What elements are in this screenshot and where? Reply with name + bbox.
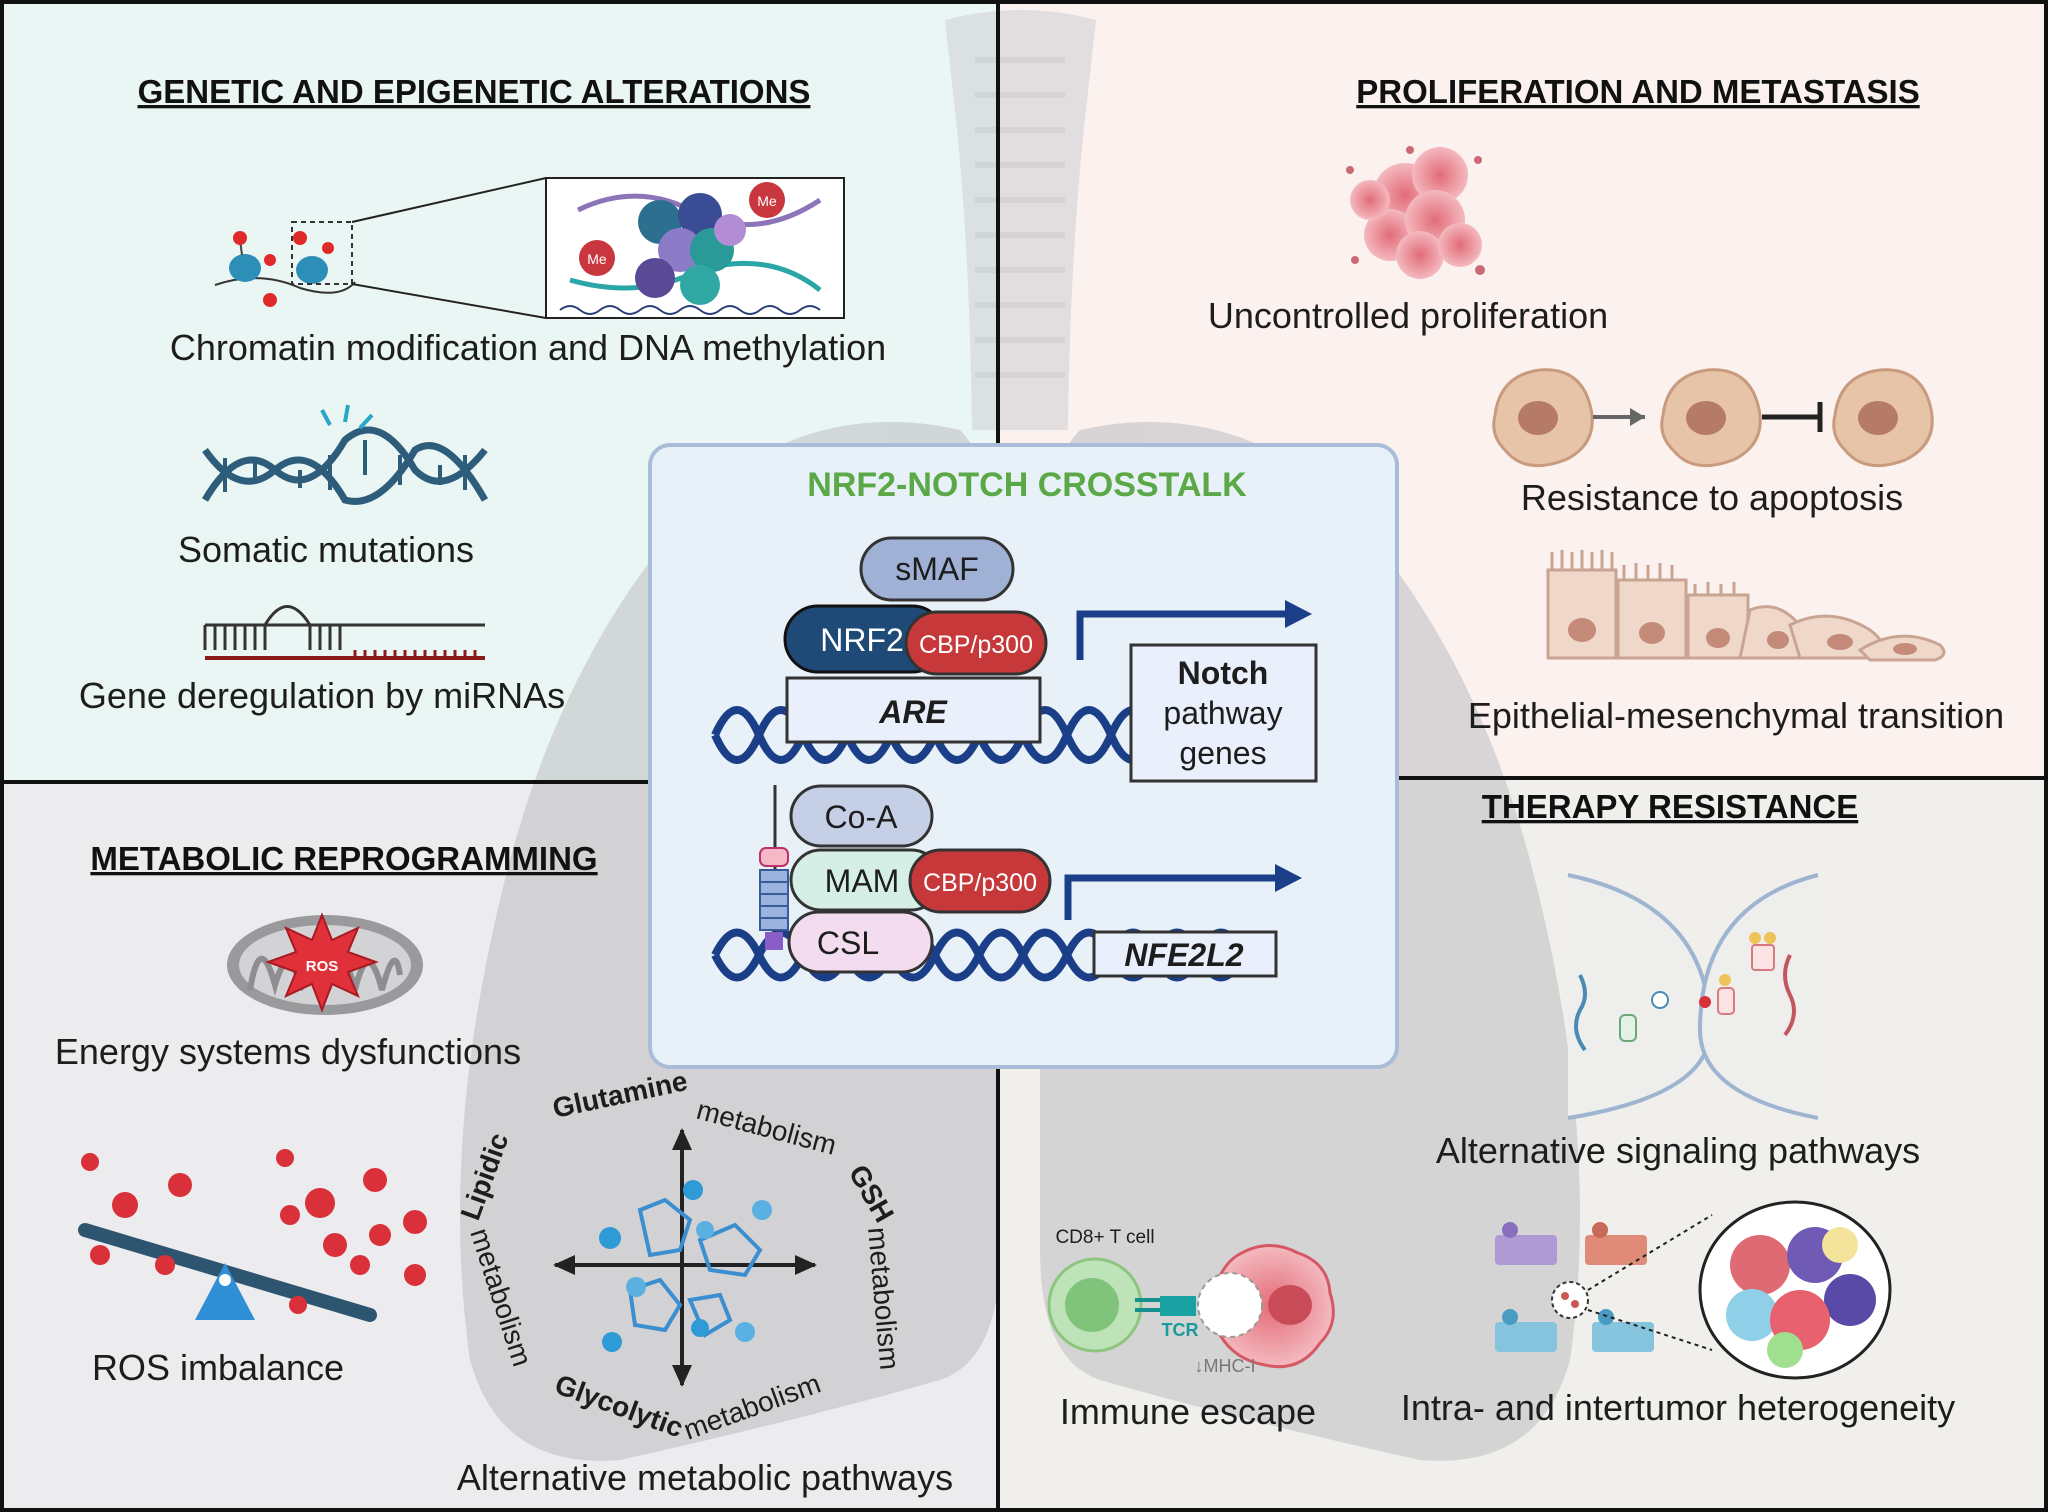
mirna-icon [203,605,485,660]
mhc-label: ↓MHC-I [1195,1356,1256,1376]
signaling-cells-icon [1567,873,1819,1120]
cbp-pill-1 [904,610,1048,676]
mitochondria-icon [227,912,423,1015]
coa-pill [789,784,934,848]
nrf2-label: NRF2 [820,622,904,658]
chromatin-zoom-icon [545,177,845,319]
notch-label-3: genes [1179,735,1266,771]
t-cell-icon [1047,1243,1335,1369]
notch-receptor-icon [759,785,789,950]
csl-pill [787,910,934,974]
apoptosis-cells-icon [1492,368,1934,468]
nfe2l2-box [1092,930,1278,978]
alt-signaling-caption: Alternative signaling pathways [1436,1130,1920,1171]
ros-label: ROS [306,958,339,975]
heading-genetic: GENETIC AND EPIGENETIC ALTERATIONS [138,73,811,110]
chromatin-caption: Chromatin modification and DNA methylati… [170,327,886,368]
tcr-label: TCR [1162,1320,1199,1340]
notch-label-1: Notch [1178,655,1269,691]
emt-cells-icon [1546,550,1946,662]
mirna-caption: Gene deregulation by miRNAs [79,675,565,716]
are-label: ARE [878,694,948,730]
cbp-label-1: CBP/p300 [919,631,1033,659]
nfe2l2-label: NFE2L2 [1124,937,1243,973]
me-label-1: Me [587,251,607,267]
emt-caption: Epithelial-mesenchymal transition [1468,695,2004,736]
me-label-2: Me [757,193,777,209]
coa-label: Co-A [825,799,899,835]
cbp-pill-2 [908,848,1052,914]
smaf-label: sMAF [895,551,979,587]
ros-imbalance-caption: ROS imbalance [92,1347,344,1388]
crosstalk-title: NRF2-NOTCH CROSSTALK [807,466,1247,504]
alt-metabolic-caption: Alternative metabolic pathways [457,1457,953,1498]
are-box [785,676,1042,744]
heading-proliferation: PROLIFERATION AND METASTASIS [1356,73,1919,110]
heading-therapy: THERAPY RESISTANCE [1482,788,1859,825]
heterogeneity-caption: Intra- and intertumor heterogeneity [1401,1387,1955,1428]
ros-particles-icon [81,1149,427,1314]
metabolic-axes-icon [553,1128,817,1387]
dna-helix-icon [201,404,489,505]
notch-genes-box [1129,643,1318,783]
smaf-pill [859,536,1015,602]
immune-escape-caption: Immune escape [1060,1391,1316,1432]
cd8-label: CD8+ T cell [1055,1227,1154,1248]
somatic-caption: Somatic mutations [178,529,474,570]
notch-label-2: pathway [1163,695,1282,731]
ros-seesaw-icon [78,1223,377,1322]
proliferation-caption: Uncontrolled proliferation [1208,295,1608,336]
patients-icon [1495,1200,1892,1380]
nucleosome-icon [214,177,547,319]
heading-metabolic: METABOLIC REPROGRAMMING [90,840,597,877]
mam-label: MAM [825,863,900,899]
cbp-label-2: CBP/p300 [923,869,1037,897]
energy-caption: Energy systems dysfunctions [55,1031,521,1072]
csl-label: CSL [817,925,879,961]
tumor-cluster-icon [1346,146,1485,279]
apoptosis-caption: Resistance to apoptosis [1521,477,1903,518]
